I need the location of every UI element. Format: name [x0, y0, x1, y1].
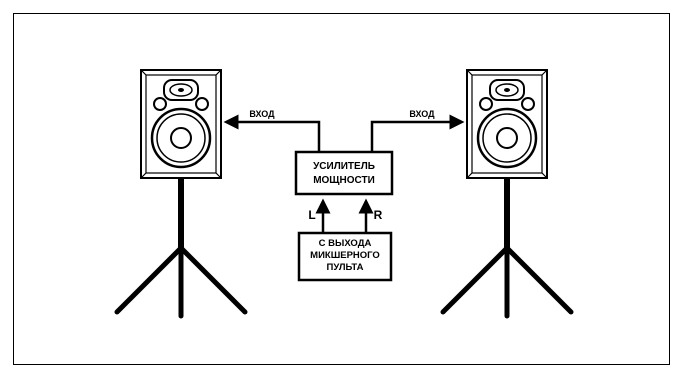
left-speaker-icon [140, 69, 222, 179]
left-stand-icon [114, 178, 248, 319]
amplifier-box: УСИЛИТЕЛЬ МОЩНОСТИ [294, 150, 394, 196]
mixer-output-box: С ВЫХОДА МИКШЕРНОГО ПУЛЬТА [297, 231, 393, 282]
right-input-label: ВХОД [409, 109, 435, 119]
channel-left-label: L [308, 208, 315, 222]
amplifier-label-line2: МОЩНОСТИ [313, 175, 375, 186]
amplifier-label-line1: УСИЛИТЕЛЬ [313, 161, 375, 172]
channel-right-label: R [374, 208, 383, 222]
left-input-label: ВХОД [249, 109, 275, 119]
right-stand-icon [440, 178, 574, 319]
mixer-label-line2: МИКШЕРНОГО [310, 250, 380, 261]
right-speaker-icon [466, 69, 548, 179]
left-output-cable [223, 114, 321, 152]
mixer-label-line1: С ВЫХОДА [319, 238, 372, 249]
mixer-label-line3: ПУЛЬТА [327, 262, 364, 273]
right-output-cable [370, 114, 465, 152]
